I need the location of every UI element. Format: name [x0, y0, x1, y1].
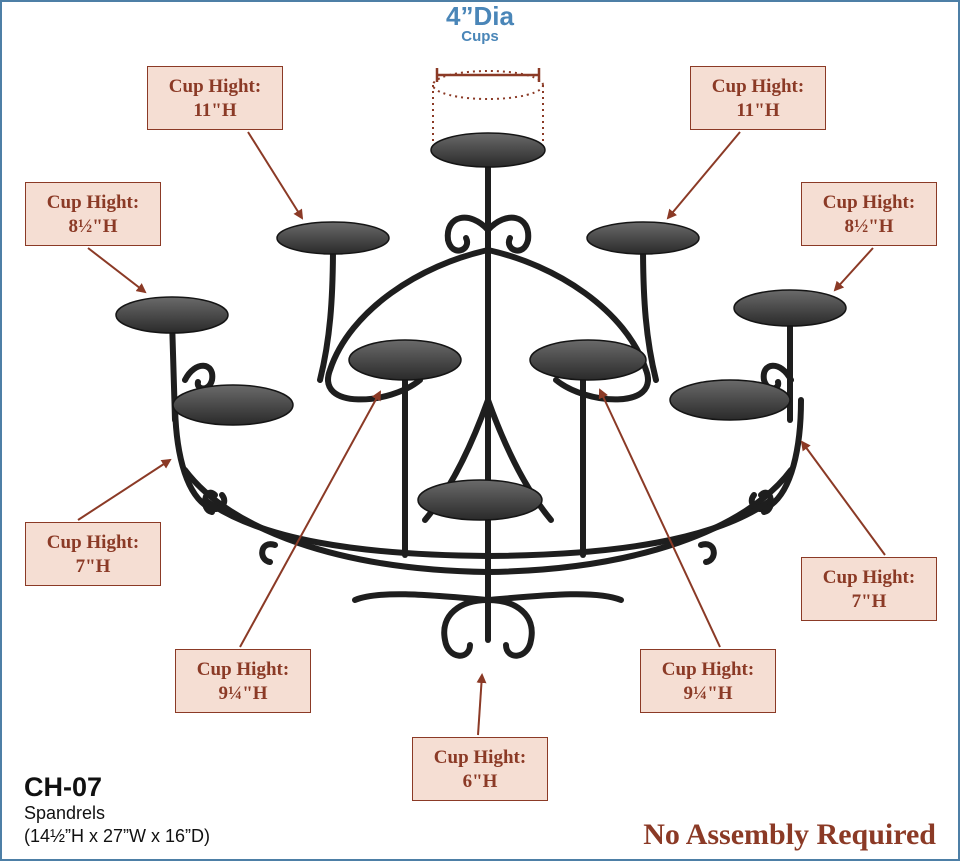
label-value: 11"H	[193, 100, 237, 121]
cup-top-center	[430, 132, 546, 168]
product-name: Spandrels	[24, 803, 106, 823]
product-info: CH-07 Spandrels (14½”H x 27”W x 16”D)	[24, 772, 210, 848]
assembly-note: No Assembly Required	[643, 818, 936, 851]
label-cup-bottom: Cup Hight: 6"H	[412, 737, 548, 801]
label-value: 11"H	[736, 100, 780, 121]
label-cup-upper-right: Cup Hight: 8½"H	[801, 182, 937, 246]
label-value: 7"H	[851, 591, 887, 612]
label-title: Cup Hight:	[711, 76, 805, 97]
label-value: 8½"H	[68, 216, 118, 237]
cup-upper-left	[115, 296, 229, 334]
label-title: Cup Hight:	[822, 567, 916, 588]
cup-diameter-title: 4”Dia	[446, 1, 514, 31]
leader-arrows	[77, 131, 886, 736]
cup-top-right	[586, 221, 700, 255]
label-title: Cup Hight:	[46, 192, 140, 213]
cup-inner-left	[348, 339, 462, 381]
cup-mid-left	[172, 384, 294, 426]
label-cup-lower-left: Cup Hight: 9¼"H	[175, 649, 311, 713]
diameter-indicator	[432, 68, 544, 150]
label-value: 7"H	[75, 556, 111, 577]
label-title: Cup Hight:	[661, 659, 755, 680]
label-title: Cup Hight:	[433, 747, 527, 768]
cup-bottom-center	[417, 479, 543, 521]
cup-upper-right	[733, 289, 847, 327]
label-value: 6"H	[462, 771, 498, 792]
label-title: Cup Hight:	[822, 192, 916, 213]
label-cup-lower-right: Cup Hight: 9¼"H	[640, 649, 776, 713]
label-cup-top-right: Cup Hight: 11"H	[690, 66, 826, 130]
label-value: 8½"H	[844, 216, 894, 237]
product-code: CH-07	[24, 772, 103, 802]
cup-diameter-subtitle: Cups	[461, 28, 499, 45]
label-value: 9¼"H	[683, 683, 733, 704]
label-cup-top-left: Cup Hight: 11"H	[147, 66, 283, 130]
cup-top-left	[276, 221, 390, 255]
candle-cups	[115, 132, 847, 521]
label-cup-mid-right: Cup Hight: 7"H	[801, 557, 937, 621]
label-title: Cup Hight:	[46, 532, 140, 553]
iron-frame	[169, 157, 804, 659]
cup-mid-right	[669, 379, 791, 421]
product-dimensions: (14½”H x 27”W x 16”D)	[24, 826, 211, 846]
label-title: Cup Hight:	[168, 76, 262, 97]
label-value: 9¼"H	[218, 683, 268, 704]
label-cup-mid-left: Cup Hight: 7"H	[25, 522, 161, 586]
cup-inner-right	[529, 339, 647, 381]
label-title: Cup Hight:	[196, 659, 290, 680]
label-cup-upper-left: Cup Hight: 8½"H	[25, 182, 161, 246]
